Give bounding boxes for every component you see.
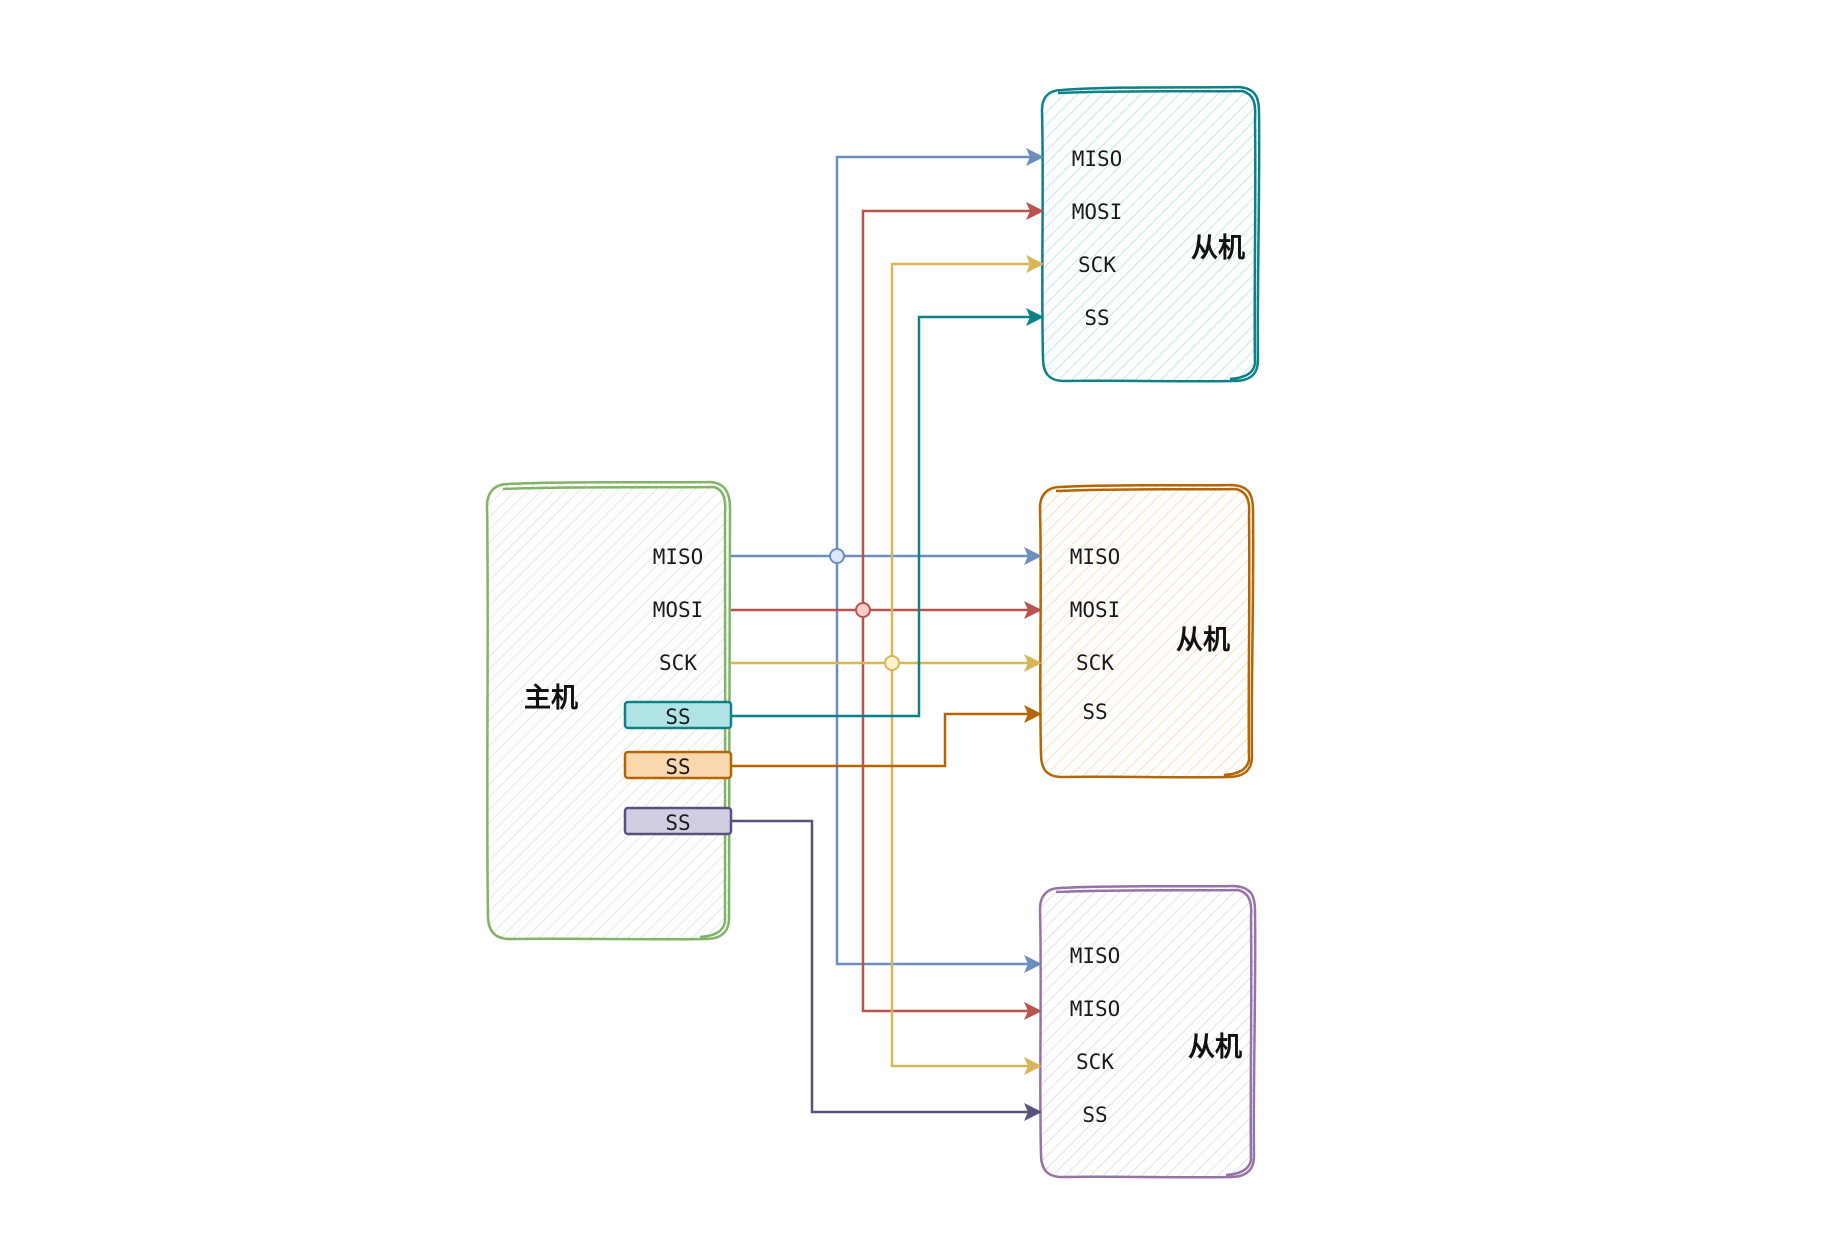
slave-device-3[interactable]: MISO MISO SCK SS 从机 [1038,884,1257,1179]
slave-2-pin-sck: SCK [1076,651,1114,675]
master-pin-mosi: MOSI [653,598,704,622]
slave-1-pin-ss: SS [1084,306,1109,330]
wire-sck-bus-to-slave-1[interactable] [890,262,1042,663]
slave-2-pin-miso: MISO [1070,545,1121,569]
arrow-sck-slave-2 [1024,654,1042,672]
wire-mosi-bus-to-slave-1[interactable] [861,209,1042,610]
master-pin-miso: MISO [653,545,704,569]
master-title: 主机 [524,683,578,714]
slave-3-title: 从机 [1188,1032,1242,1063]
slave-3-hatch [1040,886,1255,1178]
wire-mosi-bus-to-slave-3[interactable] [861,610,1040,1013]
master-outline [485,480,732,941]
master-ss-port-3-label: SS [665,811,690,835]
slave-1-hatch [1042,88,1258,380]
arrow-ss-slave-1 [1026,308,1044,326]
arrow-miso-slave-3 [1024,955,1042,973]
slave-3-outline [1038,884,1257,1179]
arrow-ss-slave-2 [1024,705,1042,723]
slave-2-outline [1038,483,1255,779]
arrow-miso-slave-2 [1024,547,1042,565]
slave-3-pin-miso: MISO [1070,944,1121,968]
master-pin-sck: SCK [659,651,697,675]
slave-device-1[interactable]: MISO MOSI SCK SS 从机 [1040,85,1261,383]
master-device[interactable]: MISO MOSI SCK 主机 SS SS SS [485,480,733,941]
wire-sck-bus-to-slave-3[interactable] [890,663,1040,1068]
arrow-mosi-slave-3 [1024,1002,1042,1020]
arrow-mosi-slave-1 [1026,202,1044,220]
slave-1-pin-sck: SCK [1078,253,1116,277]
slave-2-title: 从机 [1176,625,1230,656]
arrow-sck-slave-1 [1026,255,1044,273]
slave-3-pin-miso-2: MISO [1070,997,1121,1021]
slave-1-title: 从机 [1191,233,1245,264]
slave-device-2[interactable]: MISO MOSI SCK SS 从机 [1038,483,1255,779]
arrowheads [1024,148,1044,1121]
junction-mosi [855,602,871,618]
slave-1-pin-mosi: MOSI [1072,200,1123,224]
slave-1-pin-miso: MISO [1072,147,1123,171]
junctions [829,548,900,671]
slave-2-pin-mosi: MOSI [1070,598,1121,622]
slave-2-hatch [1040,486,1253,776]
wires [731,155,1042,1114]
wire-miso-bus-to-slave-1[interactable] [835,155,1042,556]
junction-sck [884,655,900,671]
wire-ss-3-to-slave-3[interactable] [731,819,1040,1114]
slave-3-pin-ss: SS [1082,1103,1107,1127]
wire-ss-2-to-slave-2[interactable] [731,712,1040,768]
master-ss-port-1-label: SS [665,705,690,729]
junction-miso [829,548,845,564]
wire-ss-1-to-slave-1[interactable] [731,315,1042,718]
arrow-mosi-slave-2 [1024,601,1042,619]
slave-1-outline [1040,85,1261,383]
arrow-sck-slave-3 [1024,1057,1042,1075]
slave-3-pin-sck: SCK [1076,1050,1114,1074]
slave-2-pin-ss: SS [1082,700,1107,724]
arrow-ss-slave-3 [1024,1103,1042,1121]
wire-miso-bus-to-slave-3[interactable] [835,556,1040,966]
master-ss-port-2-label: SS [665,755,690,779]
arrow-miso-slave-1 [1026,148,1044,166]
